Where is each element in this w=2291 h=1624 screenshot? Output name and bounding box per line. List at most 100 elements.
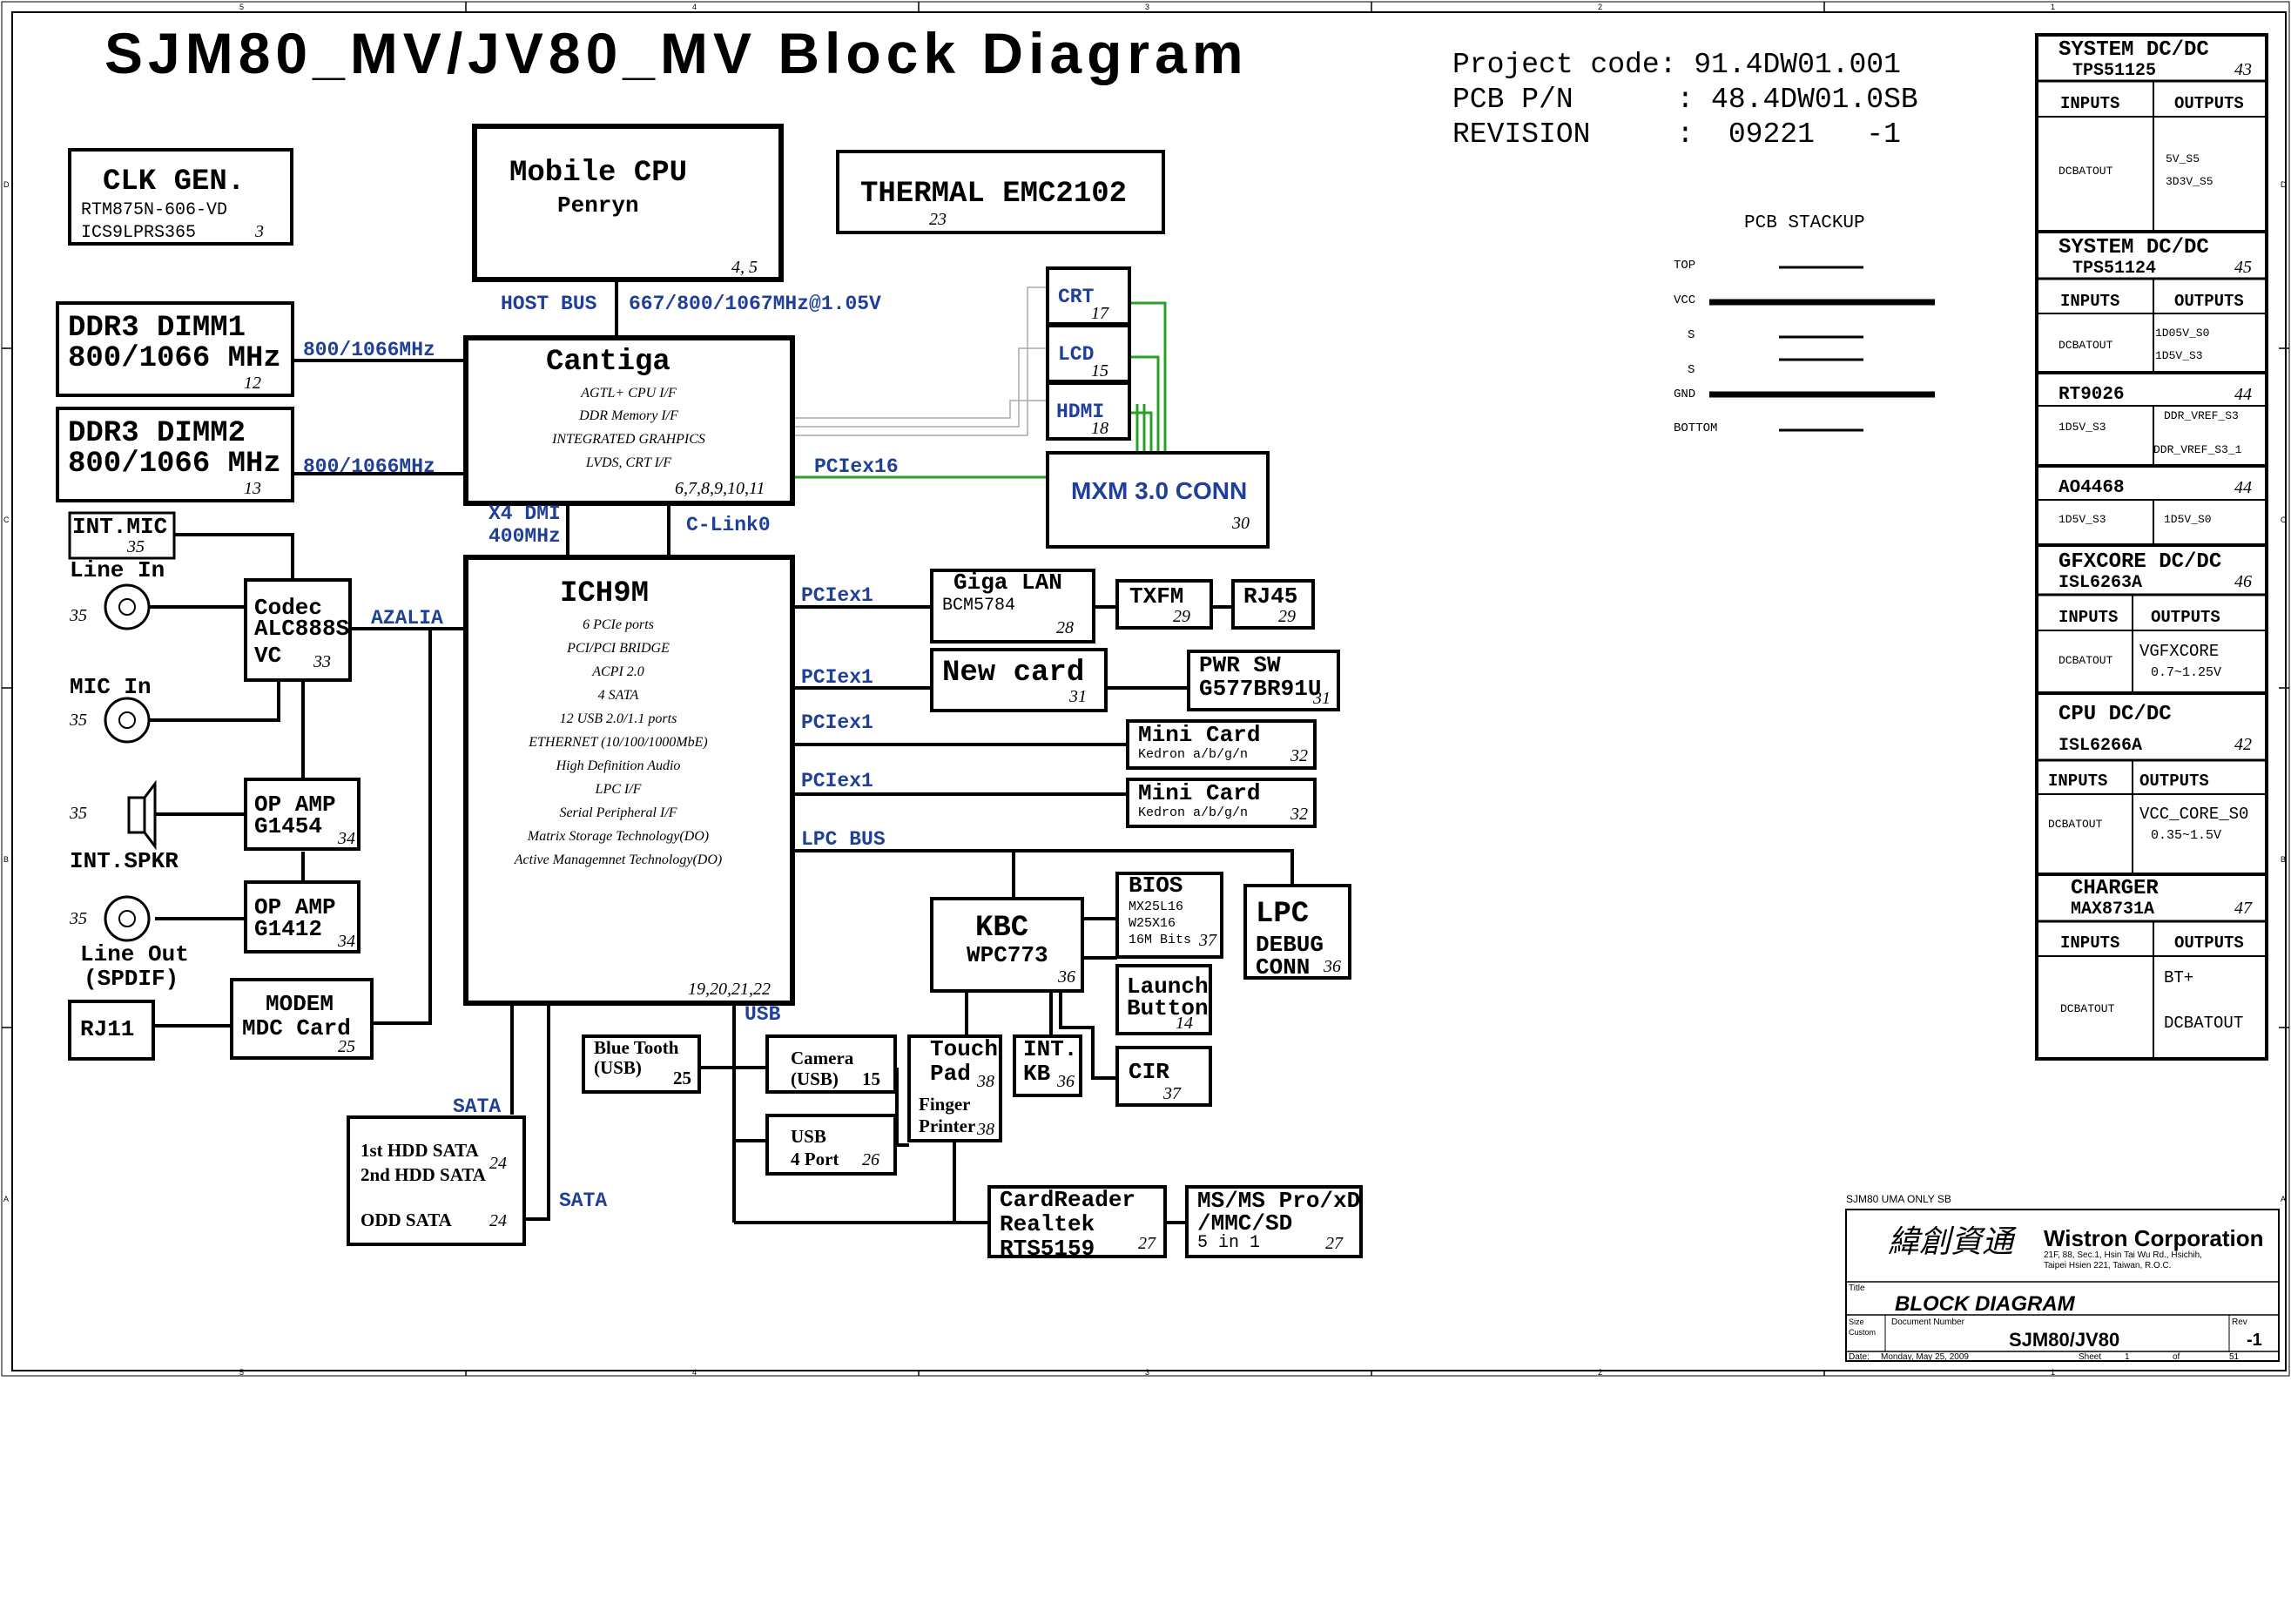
title-block: SJM80 UMA ONLY SB 緯創資通 Wistron Corporati… bbox=[1845, 1193, 2280, 1362]
ddr2-bus-label: 800/1066MHz bbox=[303, 455, 435, 478]
ms-slot-page-ref: 27 bbox=[1325, 1234, 1344, 1253]
card-reader-title: CardReader bbox=[1000, 1187, 1135, 1213]
pwr-sw-page-ref: 31 bbox=[1312, 689, 1331, 708]
stackup-layer: BOTTOM bbox=[1674, 421, 1717, 435]
pwr-sw-title: PWR SW bbox=[1199, 652, 1281, 678]
power-name: CPU DC/DC bbox=[2059, 703, 2172, 726]
ich-page-ref: 19,20,21,22 bbox=[688, 980, 771, 999]
kbc-chip: WPC773 bbox=[967, 942, 1048, 968]
txfm-page-ref: 29 bbox=[1173, 607, 1190, 626]
opamp1-page-ref: 34 bbox=[337, 829, 355, 848]
power-output: DDR_VREF_S3 bbox=[2164, 409, 2239, 422]
ich-feature: High Definition Audio bbox=[556, 758, 681, 773]
ich-feature: 6 PCIe ports bbox=[583, 617, 654, 632]
sheet-title: BLOCK DIAGRAM bbox=[1895, 1292, 2076, 1316]
pciex1-label: PCIex1 bbox=[801, 770, 873, 792]
frame-row-label: D bbox=[3, 180, 10, 189]
power-page-ref: 47 bbox=[2234, 899, 2253, 918]
speaker-icon bbox=[127, 796, 146, 834]
dmi-frequency: 400MHz bbox=[489, 525, 561, 548]
modem-page-ref: 25 bbox=[338, 1037, 355, 1056]
kbc-page-ref: 36 bbox=[1057, 967, 1075, 987]
frame-col-label: 1 bbox=[2051, 3, 2055, 11]
opamp2-page-ref: 34 bbox=[337, 932, 355, 951]
odd-label: ODD SATA bbox=[360, 1210, 453, 1230]
mini-card-title: Mini Card bbox=[1138, 780, 1260, 806]
rj45-title: RJ45 bbox=[1243, 583, 1297, 610]
dimm1-title: DDR3 DIMM1 bbox=[68, 312, 246, 345]
ich-feature: LPC I/F bbox=[595, 782, 642, 797]
mic-in-jack: MIC In 35 bbox=[69, 674, 152, 744]
storage-block: 1st HDD SATA 2nd HDD SATA 24 ODD SATA 24 bbox=[347, 1115, 526, 1246]
lcd-title: LCD bbox=[1058, 343, 1094, 366]
power-name: CHARGER bbox=[2071, 877, 2159, 900]
frame-row-label: A bbox=[3, 1195, 9, 1203]
usb-port-page-ref: 26 bbox=[862, 1150, 879, 1169]
title-label: Title bbox=[1849, 1284, 1865, 1293]
rj11-title: RJ11 bbox=[80, 1016, 134, 1042]
rev-label: Rev bbox=[2232, 1317, 2247, 1327]
int-speaker: 35 INT.SPKR bbox=[69, 779, 179, 874]
rj45-block: RJ45 29 bbox=[1231, 579, 1315, 630]
line-out-label: Line Out bbox=[80, 941, 189, 967]
new-card-block: New card 31 bbox=[930, 648, 1108, 712]
power-chip: ISL6266A bbox=[2059, 736, 2142, 756]
clk-part2: ICS9LPRS365 bbox=[81, 223, 196, 243]
usb-port-title: USB bbox=[791, 1126, 826, 1147]
lpc-debug-page-ref: 36 bbox=[1323, 957, 1341, 976]
power-chip: ISL6263A bbox=[2059, 573, 2142, 593]
hdd-page-ref: 24 bbox=[489, 1154, 507, 1173]
document-number-label: Document Number bbox=[1891, 1317, 1965, 1327]
power-input: DCBATOUT bbox=[2048, 818, 2103, 831]
stackup-layer: S bbox=[1688, 328, 1695, 342]
kbc-block: KBC WPC773 36 bbox=[930, 897, 1084, 993]
dimm2-title: DDR3 DIMM2 bbox=[68, 417, 246, 450]
audio-jack-icon bbox=[118, 598, 136, 616]
power-outputs-header: OUTPUTS bbox=[2139, 772, 2209, 791]
pcb-stackup: PCB STACKUP TOP VCC S S GND BOTTOM bbox=[1674, 213, 1935, 435]
pciex1-label: PCIex1 bbox=[801, 584, 873, 607]
power-output: 1D05V_S0 bbox=[2155, 327, 2209, 340]
rj11-block: RJ11 bbox=[68, 1000, 155, 1061]
opamp2-title: OP AMP bbox=[254, 894, 336, 920]
clk-page-ref: 3 bbox=[254, 222, 264, 241]
bt-page-ref: 25 bbox=[673, 1068, 691, 1088]
bt-title: Blue Tooth bbox=[594, 1037, 679, 1058]
lpc-bus-label: LPC BUS bbox=[801, 828, 886, 851]
power-output: 1D5V_S3 bbox=[2155, 349, 2203, 362]
ich-feature: 4 SATA bbox=[598, 688, 639, 703]
frame-row-label: B bbox=[2281, 855, 2286, 864]
finger-printer-page-ref: 38 bbox=[976, 1120, 994, 1139]
op-amp-2-block: OP AMP G1412 34 bbox=[244, 880, 360, 954]
cir-block: CIR 37 bbox=[1115, 1046, 1212, 1107]
giga-lan-block: Giga LAN BCM5784 28 bbox=[930, 569, 1095, 644]
finger-printer-title: Finger bbox=[919, 1094, 970, 1115]
sheet-frame: 5 4 3 2 1 5 4 3 2 1 D C B A D C B A bbox=[1, 1, 2290, 1377]
ich-feature: Active Managemnet Technology(DO) bbox=[514, 852, 722, 867]
kbc-title: KBC bbox=[975, 912, 1028, 945]
power-output: 3D3V_S5 bbox=[2166, 175, 2214, 188]
power-output: BT+ bbox=[2164, 968, 2193, 987]
power-page-ref: 43 bbox=[2234, 60, 2252, 79]
card-reader-block: CardReader Realtek RTS5159 27 bbox=[987, 1185, 1167, 1262]
cantiga-feature: DDR Memory I/F bbox=[578, 408, 678, 423]
mini-card-page-ref: 32 bbox=[1290, 805, 1308, 824]
sata-label: SATA bbox=[453, 1095, 501, 1118]
frame-row-label: A bbox=[2281, 1195, 2286, 1203]
line-out-label: (SPDIF) bbox=[84, 966, 179, 992]
cpu-name: Penryn bbox=[557, 192, 639, 219]
company-chinese-name: 緯創資通 bbox=[1888, 1225, 2017, 1262]
frame-col-label: 4 bbox=[692, 3, 697, 11]
hdmi-page-ref: 18 bbox=[1091, 419, 1108, 438]
power-inputs-header: INPUTS bbox=[2059, 608, 2118, 627]
company-name: Wistron Corporation bbox=[2044, 1225, 2264, 1251]
camera-title: Camera bbox=[791, 1048, 854, 1068]
power-name: RT9026 bbox=[2059, 385, 2125, 405]
ms-slot-count: 5 in 1 bbox=[1197, 1233, 1260, 1253]
modem-card: MDC Card bbox=[242, 1015, 351, 1041]
audio-jack-icon bbox=[118, 910, 136, 927]
ich-feature: ETHERNET (10/100/1000MbE) bbox=[528, 735, 707, 750]
lan-chip: BCM5784 bbox=[942, 596, 1015, 616]
lan-page-ref: 28 bbox=[1056, 618, 1074, 637]
size-label: Size bbox=[1849, 1317, 1864, 1326]
